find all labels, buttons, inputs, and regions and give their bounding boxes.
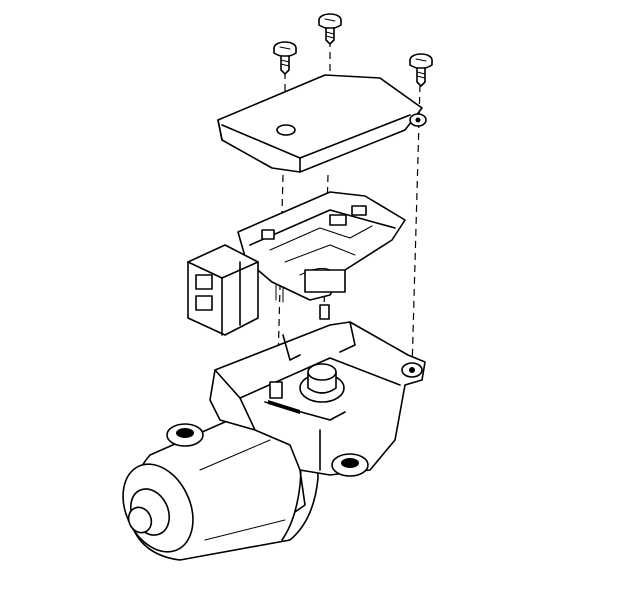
screw-thread (325, 31, 335, 35)
screw-icon (273, 41, 297, 75)
motor (122, 399, 319, 561)
housing-left-edge (214, 369, 256, 431)
circuit-board (237, 191, 406, 303)
connector (187, 244, 259, 336)
screw-boss (269, 381, 283, 399)
screw-slot (415, 58, 427, 62)
screw-thread (280, 59, 290, 63)
brush-contacts (268, 400, 300, 414)
motor-shade-line (204, 519, 286, 541)
screw-left (273, 41, 297, 75)
screw-center (318, 13, 342, 45)
screw-icon (409, 53, 433, 87)
screw-right (409, 53, 433, 87)
screw-thread (416, 75, 426, 79)
module-cover (217, 74, 427, 173)
board-component (351, 205, 367, 216)
screw-icon (318, 13, 342, 45)
motor-shaft-end (127, 506, 153, 534)
housing-lower-rib (294, 469, 306, 513)
housing-rib (339, 321, 356, 353)
mounting-hole (409, 367, 415, 373)
board-component (261, 229, 275, 240)
connector-terminal (195, 295, 213, 311)
alignment-line-right (411, 84, 421, 371)
cover-left-side (217, 119, 223, 141)
motor-shade-line (199, 439, 271, 471)
housing-rib (282, 334, 301, 361)
connector-body (187, 244, 259, 336)
screw-thread (280, 63, 290, 67)
screw-thread (416, 71, 426, 75)
board-trace (269, 225, 373, 251)
board-gear-cup (304, 269, 346, 293)
board-component (329, 214, 347, 226)
cover-plate (217, 74, 423, 173)
board-trace (284, 244, 356, 263)
gear-post-top (307, 363, 337, 381)
connector-terminal (195, 274, 213, 290)
tab-hole (415, 117, 421, 123)
pin-body (319, 304, 330, 320)
board-trace (249, 209, 396, 246)
foot-grommet (176, 428, 194, 438)
screw-slot (324, 18, 336, 22)
foot-grommet (341, 458, 359, 468)
screw-slot (279, 46, 291, 50)
alignment-pin (319, 304, 330, 320)
screw-thread (325, 35, 335, 39)
cover-screw-hole (276, 124, 296, 136)
gear-housing (166, 321, 426, 513)
